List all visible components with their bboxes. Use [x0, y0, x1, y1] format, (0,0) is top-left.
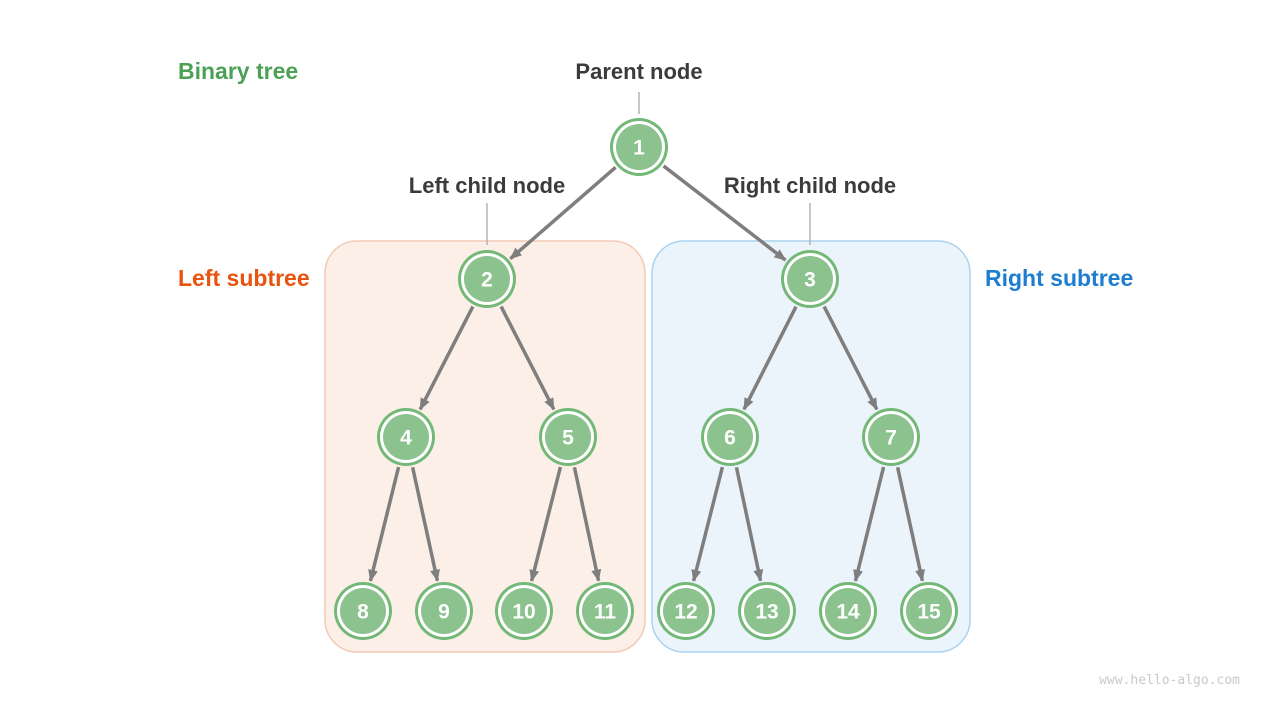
tree-node-14: 14 — [819, 582, 877, 640]
tree-node-11: 11 — [576, 582, 634, 640]
tree-edge-7-14 — [853, 466, 886, 582]
node-value: 3 — [804, 269, 816, 292]
node-value: 1 — [633, 137, 645, 160]
tree-edge-3-6 — [742, 305, 798, 411]
node-disc — [501, 588, 547, 634]
node-value: 6 — [724, 427, 736, 450]
node-disc — [421, 588, 467, 634]
tree-node-2: 2 — [458, 250, 516, 308]
right-subtree-label: Right subtree — [985, 265, 1134, 291]
node-disc — [825, 588, 871, 634]
node-value: 8 — [357, 601, 369, 624]
left-child-node-label: Left child node — [408, 173, 566, 198]
node-disc — [906, 588, 952, 634]
node-value: 12 — [674, 601, 697, 624]
tree-node-8: 8 — [334, 582, 392, 640]
node-value: 11 — [594, 601, 617, 624]
tree-edge-2-5 — [499, 305, 556, 411]
node-disc — [545, 414, 591, 460]
tree-edge-6-13 — [734, 466, 764, 582]
diagram-title: Binary tree — [178, 58, 299, 84]
node-disc — [616, 124, 662, 170]
tree-edge-4-8 — [368, 466, 401, 582]
node-value: 7 — [885, 427, 897, 450]
tree-node-13: 13 — [738, 582, 796, 640]
tree-edge-7-15 — [895, 466, 925, 582]
tree-node-12: 12 — [657, 582, 715, 640]
node-value: 13 — [755, 601, 778, 624]
right-subtree-box — [651, 240, 971, 653]
parent-node-label: Parent node — [575, 59, 703, 84]
node-disc — [787, 256, 833, 302]
node-value: 5 — [562, 427, 574, 450]
node-disc — [383, 414, 429, 460]
tree-edge-1-2 — [509, 166, 617, 260]
node-value: 15 — [917, 601, 941, 624]
node-value: 10 — [512, 601, 535, 624]
tree-node-3: 3 — [781, 250, 839, 308]
tree-node-7: 7 — [862, 408, 920, 466]
node-disc — [868, 414, 914, 460]
tree-edge-4-9 — [410, 466, 440, 582]
node-disc — [663, 588, 709, 634]
tree-edge-3-7 — [822, 305, 879, 411]
tree-edge-5-11 — [572, 466, 602, 582]
node-value: 2 — [481, 269, 493, 292]
node-disc — [707, 414, 753, 460]
tree-node-4: 4 — [377, 408, 435, 466]
node-value: 9 — [438, 601, 450, 624]
tree-node-10: 10 — [495, 582, 553, 640]
tree-edge-6-12 — [691, 466, 725, 582]
right-child-node-label: Right child node — [723, 173, 897, 198]
left-subtree-box — [324, 240, 646, 653]
tree-node-1: 1 — [610, 118, 668, 176]
tree-node-6: 6 — [701, 408, 759, 466]
node-value: 14 — [836, 601, 860, 624]
tree-node-15: 15 — [900, 582, 958, 640]
node-disc — [340, 588, 386, 634]
node-disc — [744, 588, 790, 634]
node-disc — [464, 256, 510, 302]
tree-edge-2-4 — [418, 305, 475, 411]
tree-node-5: 5 — [539, 408, 597, 466]
site-watermark: www.hello-algo.com — [1099, 673, 1240, 688]
tree-edge-5-10 — [529, 466, 563, 582]
tree-edge-1-3 — [662, 164, 787, 262]
tree-node-9: 9 — [415, 582, 473, 640]
left-subtree-label: Left subtree — [178, 265, 310, 291]
node-disc — [582, 588, 628, 634]
node-value: 4 — [400, 427, 412, 450]
